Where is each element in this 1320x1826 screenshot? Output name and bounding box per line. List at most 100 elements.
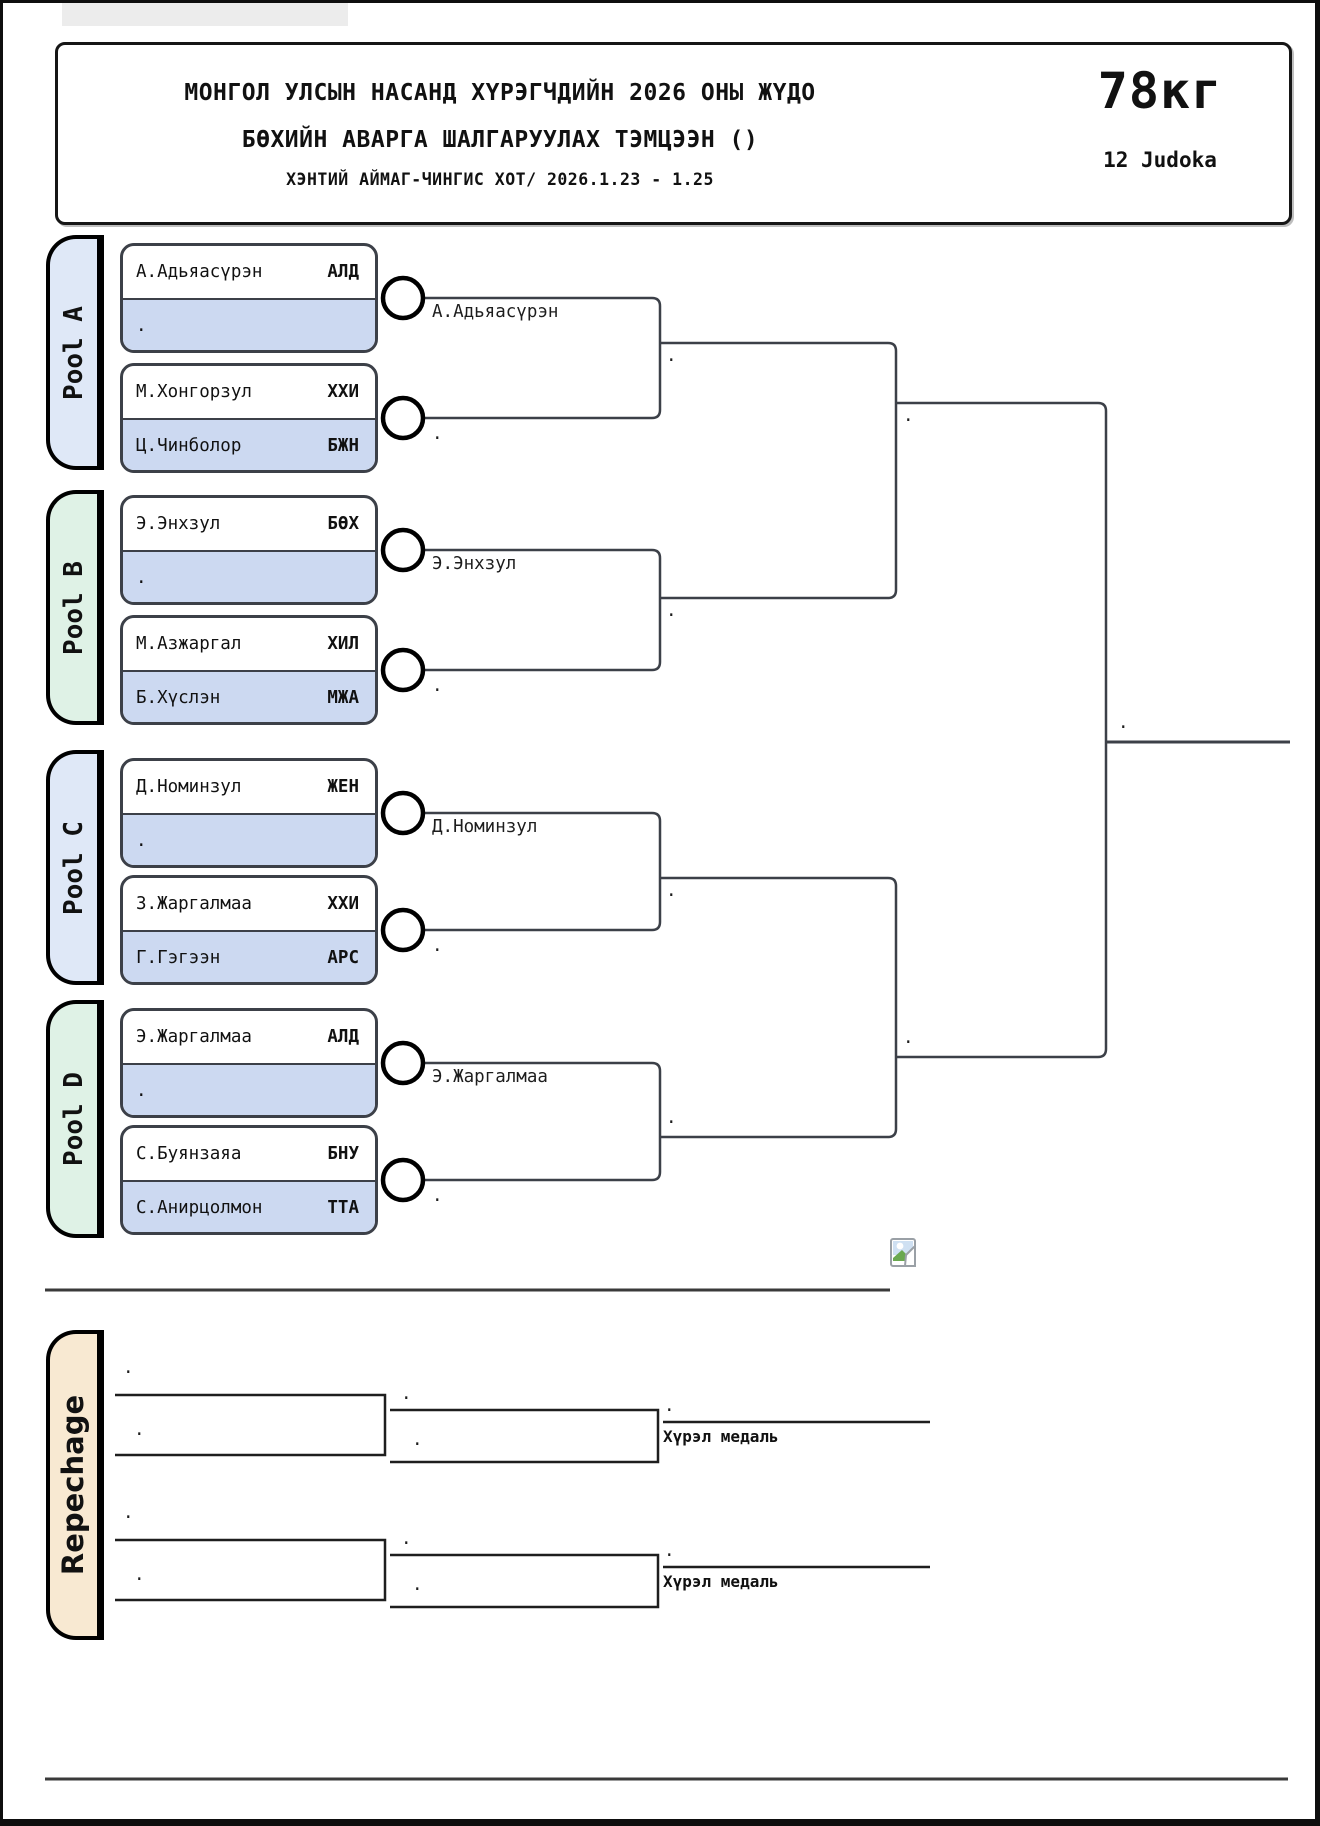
athlete-box-d1: Э.Жаргалмаа АЛД . — [120, 1008, 378, 1118]
match-circle-a1 — [380, 275, 426, 321]
athlete-box-d2: С.Буянзаяа БНУ С.Анирцолмон ТТА — [120, 1125, 378, 1235]
pool-d-label-text: Pool D — [58, 1072, 89, 1166]
athlete-name: . — [136, 1081, 147, 1101]
athlete-name: С.Буянзаяа — [136, 1144, 242, 1164]
scan-artifact — [62, 3, 348, 26]
match-circle-d1 — [380, 1040, 426, 1086]
club-code: АРС — [327, 948, 359, 968]
athlete-name: . — [136, 316, 147, 336]
final-bracket — [896, 401, 1108, 1059]
athlete-box-c1: Д.Номинзул ЖЕН . — [120, 758, 378, 868]
club-code: АЛД — [327, 262, 359, 282]
match-d-bracket — [424, 1061, 662, 1182]
athlete-name: Э.Энхзул — [136, 514, 221, 534]
match-circle-c1 — [380, 790, 426, 836]
repechage-1-slot: . — [134, 1420, 145, 1440]
repechage-2-bronze-match — [390, 1553, 660, 1609]
advancer-pool-d: Э.Жаргалмаа — [432, 1067, 548, 1087]
pool-b-winner-slot: . — [666, 601, 677, 621]
weight-class: 78кг — [1097, 62, 1223, 120]
empty-slot: . — [432, 1186, 443, 1206]
repechage-1-match — [115, 1393, 387, 1457]
semifinal-ab-bracket — [660, 341, 898, 600]
page-edge-left — [0, 0, 3, 1826]
club-code: ТТА — [327, 1198, 359, 1218]
club-code: ХХИ — [327, 382, 359, 402]
athlete-box-a1: А.Адьяасүрэн АЛД . — [120, 243, 378, 353]
tournament-title-line1: МОНГОЛ УЛСЫН НАСАНД ХҮРЭГЧДИЙН 2026 ОНЫ … — [184, 80, 816, 106]
pool-c-label-text: Pool C — [58, 820, 89, 915]
athlete-name: З.Жаргалмаа — [136, 894, 252, 914]
club-code: БНУ — [327, 1144, 359, 1164]
athlete-box-b2: М.Азжаргал ХИЛ Б.Хүслэн МЖА — [120, 615, 378, 725]
judoka-count: 12 Judoka — [1103, 148, 1217, 172]
pool-d-label: Pool D — [46, 1000, 104, 1238]
repechage-label: Repechage — [46, 1330, 104, 1640]
pool-c-winner-slot: . — [666, 881, 677, 901]
pool-c-label: Pool C — [46, 750, 104, 985]
pool-d-winner-slot: . — [666, 1108, 677, 1128]
athlete-box-c2: З.Жаргалмаа ХХИ Г.Гэгээн АРС — [120, 875, 378, 985]
match-circle-c2 — [380, 907, 426, 953]
repechage-1-slot: . — [123, 1358, 134, 1378]
advancer-pool-b: Э.Энхзул — [432, 554, 517, 574]
final-winner-slot: . — [1118, 713, 1129, 733]
page-edge-bottom — [0, 1819, 1320, 1826]
advancer-pool-a: А.Адьяасүрэн — [432, 302, 559, 322]
club-code: ХХИ — [327, 894, 359, 914]
athlete-name: Э.Жаргалмаа — [136, 1027, 252, 1047]
athlete-name: Б.Хүслэн — [136, 688, 221, 708]
semifinal-cd-winner-slot: . — [903, 1028, 914, 1048]
match-circles — [380, 275, 426, 1203]
broken-image-icon — [890, 1238, 916, 1267]
athlete-name: М.Азжаргал — [136, 634, 242, 654]
semifinal-ab-winner-slot: . — [903, 406, 914, 426]
empty-slot: . — [432, 676, 443, 696]
repechage-1-slot: . — [401, 1384, 412, 1404]
repechage-1-slot: . — [412, 1430, 423, 1450]
advancer-pool-c: Д.Номинзул — [432, 817, 538, 837]
repechage-1-bronze-slot: . — [664, 1396, 675, 1416]
athlete-name: А.Адьяасүрэн — [136, 262, 263, 282]
tournament-subtitle: ХЭНТИЙ АЙМАГ-ЧИНГИС ХОТ/ 2026.1.23 - 1.2… — [286, 170, 714, 189]
athlete-name: . — [136, 568, 147, 588]
pool-b-label: Pool B — [46, 490, 104, 725]
repechage-2-bronze-slot: . — [664, 1541, 675, 1561]
match-circle-a2 — [380, 395, 426, 441]
match-circle-b1 — [380, 527, 426, 573]
match-a-bracket — [424, 296, 662, 420]
athlete-name: Д.Номинзул — [136, 777, 242, 797]
match-c-bracket — [424, 811, 662, 932]
empty-slot: . — [432, 424, 443, 444]
athlete-name: . — [136, 831, 147, 851]
header-box — [55, 42, 1292, 225]
bronze-medal-label-1: Хүрэл медаль — [663, 1427, 779, 1446]
tournament-title-line2: БӨХИЙН АВАРГА ШАЛГАРУУЛАХ ТЭМЦЭЭН () — [241, 127, 759, 153]
club-code: АЛД — [327, 1027, 359, 1047]
repechage-label-text: Repechage — [56, 1394, 91, 1576]
club-code: ЖЕН — [327, 777, 359, 797]
semifinal-cd-bracket — [660, 876, 898, 1139]
athlete-name: Г.Гэгээн — [136, 948, 221, 968]
page-edge-top — [0, 0, 1320, 3]
repechage-2-slot: . — [134, 1565, 145, 1585]
repechage-2-slot: . — [412, 1575, 423, 1595]
club-code: БЖН — [327, 436, 359, 456]
match-circle-b2 — [380, 647, 426, 693]
repechage-2-slot: . — [401, 1529, 412, 1549]
repechage-2-slot: . — [123, 1503, 134, 1523]
repechage-1-bronze-match — [390, 1408, 660, 1464]
pool-a-winner-slot: . — [666, 346, 677, 366]
club-code: МЖА — [327, 688, 359, 708]
match-b-bracket — [424, 548, 662, 672]
athlete-box-b1: Э.Энхзул БӨХ . — [120, 495, 378, 605]
repechage-2-match — [115, 1538, 387, 1602]
pool-b-label-text: Pool B — [58, 560, 89, 655]
club-code: БӨХ — [327, 514, 359, 534]
pool-a-label-text: Pool A — [58, 305, 89, 400]
athlete-name: С.Анирцолмон — [136, 1198, 263, 1218]
club-code: ХИЛ — [327, 634, 359, 654]
athlete-name: М.Хонгорзул — [136, 382, 252, 402]
